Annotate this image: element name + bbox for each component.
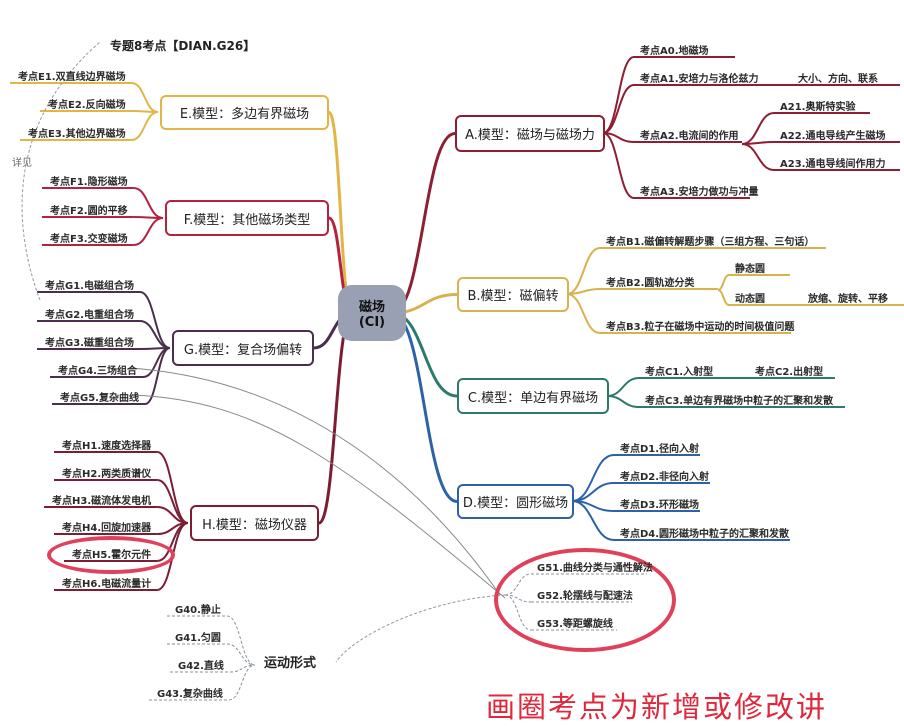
topic-a2[interactable]: 考点A2.电流间的作用 <box>640 131 739 142</box>
central-topic-code: (CI) <box>358 315 386 330</box>
highlight-circle-g5 <box>494 548 676 652</box>
topic-b1[interactable]: 考点B1.磁偏转解题步骤（三组方程、三句话） <box>606 237 815 248</box>
connector <box>139 320 171 349</box>
connector <box>131 394 506 599</box>
topic-h3[interactable]: 考点H3.磁流体发电机 <box>52 496 152 507</box>
connector <box>602 84 635 134</box>
see-also-note: 详见 <box>12 158 32 169</box>
connector <box>226 615 256 666</box>
topic-h4[interactable]: 考点H4.回旋加速器 <box>62 523 152 534</box>
connector <box>133 187 164 219</box>
connector <box>21 41 101 301</box>
connector <box>131 111 159 141</box>
topic-h2[interactable]: 考点H2.两类质谱仪 <box>62 469 152 480</box>
map-title: 专题8考点【DIAN.G26】 <box>110 39 256 53</box>
topic-g52[interactable]: G52.轮摆线与配速法 <box>537 591 633 602</box>
topic-g2[interactable]: 考点G2.电重组合场 <box>45 310 134 321</box>
connector <box>229 664 256 673</box>
branch-h[interactable]: H.模型：磁场仪器 <box>190 505 319 541</box>
topic-h5[interactable]: 考点H5.霍尔元件 <box>72 550 152 561</box>
connector <box>717 274 730 291</box>
branch-f[interactable]: F.模型：其他磁场类型 <box>165 200 329 236</box>
topic-e1[interactable]: 考点E1.双直线边界磁场 <box>18 72 126 83</box>
connector <box>142 347 171 378</box>
topic-h1[interactable]: 考点H1.速度选择器 <box>62 441 152 452</box>
topic-g53[interactable]: G53.等距螺旋线 <box>537 619 613 630</box>
topic-g1[interactable]: 考点G1.电磁组合场 <box>45 281 134 292</box>
central-topic[interactable]: 磁场 (CI) <box>338 285 406 341</box>
connector <box>391 311 458 503</box>
connector <box>156 451 189 524</box>
footnote-annotation: 画圈考点为新增或修改讲 <box>486 690 828 724</box>
topic-h6[interactable]: 考点H6.电磁流量计 <box>62 579 152 590</box>
connector <box>606 377 640 397</box>
topic-d4[interactable]: 考点D4.圆形磁场中粒子的汇聚和发散 <box>620 529 790 540</box>
topic-a1-note[interactable]: 大小、方向、联系 <box>798 74 878 85</box>
topic-b3[interactable]: 考点B3.粒子在磁场中运动的时间极值问题 <box>606 322 795 333</box>
topic-g51[interactable]: G51.曲线分类与通性解法 <box>537 563 653 574</box>
connector <box>327 111 354 315</box>
topic-b2[interactable]: 考点B2.圆轨迹分类 <box>606 278 695 289</box>
topic-b2-dynamic-note[interactable]: 放缩、旋转、平移 <box>808 294 888 305</box>
connector <box>131 110 159 113</box>
branch-d[interactable]: D.模型：圆形磁场 <box>457 484 574 519</box>
topic-f1[interactable]: 考点F1.隐形磁场 <box>50 177 128 188</box>
topic-g41[interactable]: G41.匀圆 <box>175 633 221 644</box>
topic-a1[interactable]: 考点A1.安培力与洛伦兹力 <box>640 74 759 85</box>
connector <box>602 56 635 134</box>
connector <box>566 247 601 295</box>
topic-g5[interactable]: 考点G5.复杂曲线 <box>60 393 139 404</box>
connector <box>131 82 159 113</box>
connector <box>129 367 501 596</box>
branch-b[interactable]: B.模型：磁偏转 <box>457 277 569 312</box>
connector <box>741 143 775 171</box>
topic-g4[interactable]: 考点G4.三场组合 <box>58 366 137 377</box>
connector <box>226 643 256 666</box>
topic-b2-static[interactable]: 静态圆 <box>735 264 765 275</box>
topic-a21[interactable]: A21.奥斯特实验 <box>780 102 856 113</box>
connector <box>602 132 635 199</box>
topic-g40[interactable]: G40.静止 <box>175 605 221 616</box>
connector <box>133 216 164 219</box>
connector <box>566 293 601 334</box>
topic-a0[interactable]: 考点A0.地磁场 <box>640 46 709 57</box>
connector <box>717 289 730 306</box>
branch-e[interactable]: E.模型：多边有界磁场 <box>160 95 329 130</box>
topic-d1[interactable]: 考点D1.径向入射 <box>620 444 700 455</box>
connector <box>335 594 506 663</box>
topic-a3[interactable]: 考点A3.安培力做功与冲量 <box>640 187 759 198</box>
topic-f3[interactable]: 考点F3.交变磁场 <box>50 234 128 245</box>
motion-form-node[interactable]: 运动形式 <box>264 656 317 671</box>
topic-c1[interactable]: 考点C1.入射型 <box>645 367 714 378</box>
topic-e2[interactable]: 考点E2.反向磁场 <box>48 100 126 111</box>
connector <box>391 132 456 315</box>
topic-c3[interactable]: 考点C3.单边有界磁场中粒子的汇聚和发散 <box>645 396 834 407</box>
branch-c[interactable]: C.模型：单边有界磁场 <box>457 378 609 414</box>
central-topic-title: 磁场 <box>358 300 385 315</box>
topic-d2[interactable]: 考点D2.非径向入射 <box>620 472 710 483</box>
branch-a[interactable]: A.模型：磁场与磁场力 <box>455 115 605 152</box>
connector <box>144 347 171 405</box>
topic-d3[interactable]: 考点D3.环形磁场 <box>620 500 700 511</box>
topic-f2[interactable]: 考点F2.圆的平移 <box>50 206 128 217</box>
topic-a22[interactable]: A22.通电导线产生磁场 <box>780 131 886 142</box>
connector <box>741 112 775 145</box>
connector <box>571 454 615 502</box>
highlight-circle-h5 <box>47 536 175 574</box>
connector <box>606 395 640 408</box>
branch-g[interactable]: G.模型：复合场偏转 <box>172 330 314 366</box>
connector <box>571 500 615 541</box>
topic-g42[interactable]: G42.直线 <box>178 661 224 672</box>
connector <box>228 664 256 701</box>
topic-e3[interactable]: 考点E3.其他边界磁场 <box>28 129 126 140</box>
topic-g3[interactable]: 考点G3.磁重组合场 <box>45 338 134 349</box>
topic-c2[interactable]: 考点C2.出射型 <box>755 367 824 378</box>
topic-a23[interactable]: A23.通电导线间作用力 <box>780 159 886 170</box>
connector <box>133 217 164 246</box>
topic-b2-dynamic[interactable]: 动态圆 <box>735 294 765 305</box>
connector <box>139 291 171 349</box>
topic-g43[interactable]: G43.复杂曲线 <box>157 689 223 700</box>
